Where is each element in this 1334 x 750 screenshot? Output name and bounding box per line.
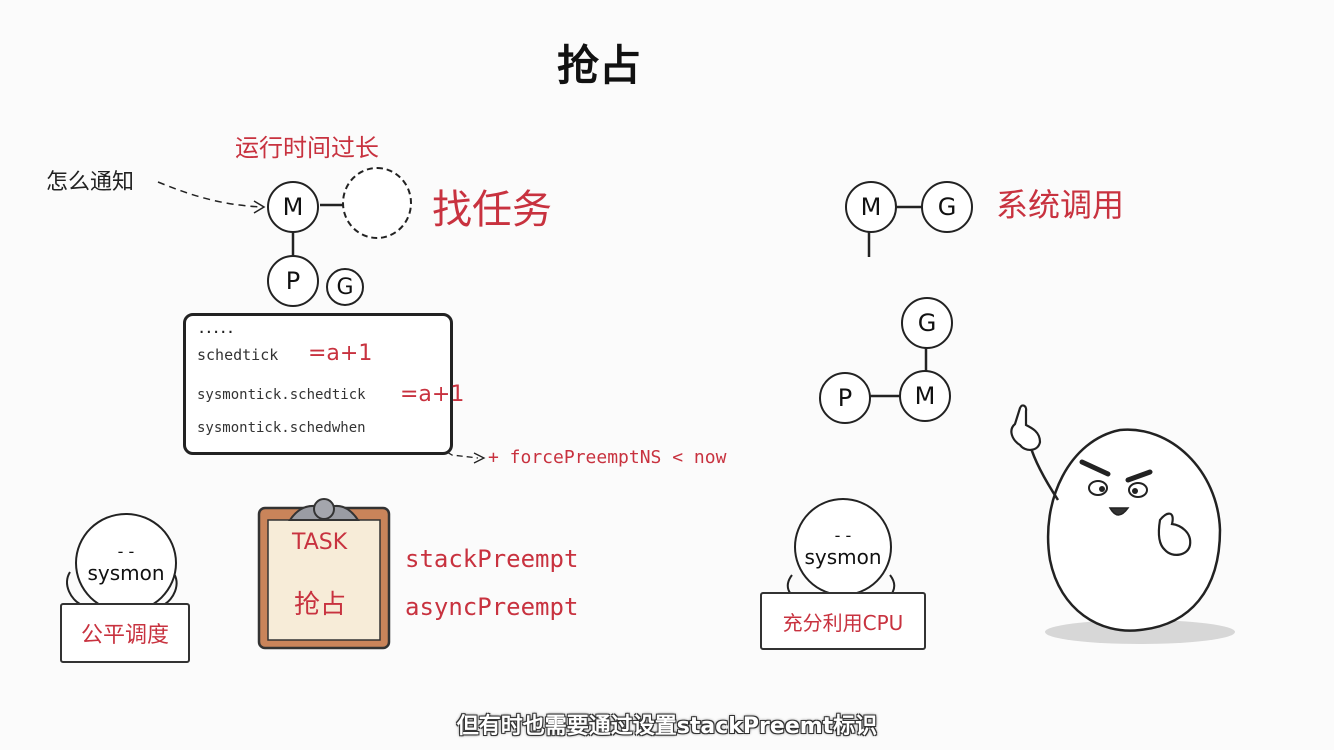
how-to-notify-label: 怎么通知 [46, 170, 135, 195]
find-task-label: 找任务 [432, 187, 552, 233]
stack-preempt-label: stackPreempt [405, 545, 579, 573]
syscall-label: 系统调用 [996, 186, 1125, 224]
egg-character [1010, 404, 1235, 644]
async-preempt-label: asyncPreempt [405, 593, 579, 621]
video-subtitle: 但有时也需要通过设置stackPreemt标识 [456, 714, 878, 739]
clipboard-task-header: TASK [292, 530, 348, 555]
force-preempt-condition: + forcePreemptNS < now [488, 447, 727, 468]
g-node-right: G [901, 297, 953, 349]
sysmon-left: - - sysmon [75, 513, 177, 613]
sysmon-right-label: sysmon [804, 544, 882, 569]
clipboard-preempt-text: 抢占 [294, 590, 347, 620]
full-cpu-usage-sign: 充分利用CPU [760, 592, 926, 650]
m-node-right: M [899, 370, 951, 422]
empty-g-slot [342, 167, 412, 239]
g-node-left: G [326, 268, 364, 306]
code-line-sysmontick-schedtick: sysmontick.schedtick [197, 387, 366, 403]
sysmon-right: - - sysmon [794, 498, 892, 596]
clipboard-figure [257, 498, 391, 650]
fair-scheduling-sign: 公平调度 [60, 603, 190, 663]
sysmontick-schedtick-value: =a+1 [400, 382, 465, 407]
code-line-sysmontick-schedwhen: sysmontick.schedwhen [197, 420, 366, 436]
p-node-right: P [819, 372, 871, 424]
code-block: ..... schedtick =a+1 sysmontick.schedtic… [183, 313, 464, 455]
sysmon-left-face: - - [117, 541, 135, 561]
sysmon-left-label: sysmon [87, 560, 165, 585]
schedtick-value: =a+1 [308, 341, 373, 366]
runtime-too-long-label: 运行时间过长 [235, 134, 379, 162]
sysmon-right-face: - - [834, 525, 852, 545]
code-ellipsis: ..... [198, 322, 235, 336]
g-node-right-top: G [921, 181, 973, 233]
code-line-schedtick: schedtick [197, 346, 279, 364]
m-node-right-top: M [845, 181, 897, 233]
m-node-left: M [267, 181, 319, 233]
page-title: 抢占 [557, 41, 642, 90]
p-node-left: P [267, 255, 319, 307]
